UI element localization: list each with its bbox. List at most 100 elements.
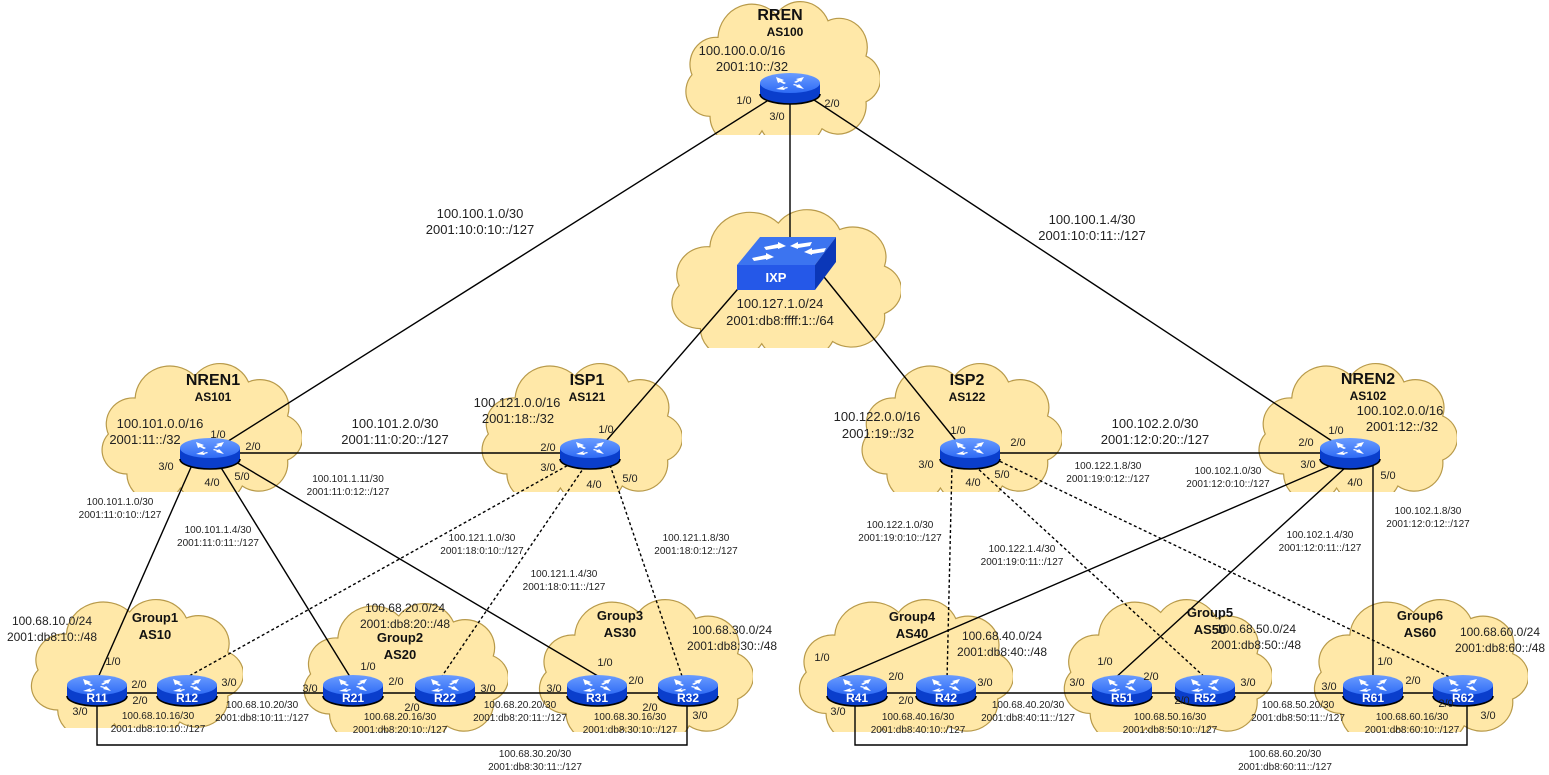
internal-link-ipv6: 2001:db8:20:10::/127 — [353, 725, 448, 736]
interface-label: 2/0 — [132, 695, 147, 707]
inter-group-link-ipv6: 2001:db8:60:11::/127 — [1238, 762, 1332, 773]
link-ipv4-subnet: 100.121.1.4/30 — [531, 569, 598, 580]
inter-group-link-ipv4: 100.68.30.20/30 — [499, 749, 572, 760]
interface-label: 1/0 — [1328, 425, 1343, 437]
router-icon — [1319, 437, 1381, 470]
router-label: R62 — [1452, 691, 1474, 705]
interface-label: 3/0 — [1480, 710, 1495, 722]
router-nren2[interactable] — [1319, 437, 1381, 470]
interface-label: 1/0 — [1377, 656, 1392, 668]
link-ixp-isp2 — [819, 271, 963, 449]
interface-label: 2/0 — [1298, 437, 1313, 449]
interface-label: 1/0 — [210, 429, 225, 441]
link-ipv6-subnet: 2001:18:0:10::/127 — [440, 546, 524, 557]
link-ipv6-subnet: 2001:18:0:12::/127 — [654, 546, 738, 557]
interface-label: 1/0 — [736, 95, 751, 107]
interface-label: 2/0 — [898, 695, 913, 707]
link-isp2-r62 — [994, 458, 1461, 683]
router-r62[interactable]: R62 — [1432, 674, 1494, 707]
internal-link-ipv4: 100.68.10.16/30 — [122, 711, 195, 722]
inter-group-link-ipv4: 100.68.60.20/30 — [1249, 749, 1322, 760]
group-ipv6-prefix: 2001:db8:10::/48 — [7, 630, 97, 644]
router-r21[interactable]: R21 — [322, 674, 384, 707]
link-isp2-r52 — [974, 465, 1211, 683]
router-r41[interactable]: R41 — [826, 674, 888, 707]
group-as-number: AS40 — [896, 626, 929, 641]
interface-label: 2/0 — [1174, 695, 1189, 707]
router-r52[interactable]: R52 — [1174, 674, 1236, 707]
router-icon — [179, 437, 241, 470]
link-ipv6-subnet: 2001:12:0:10::/127 — [1186, 479, 1270, 490]
router-label: R51 — [1111, 691, 1133, 705]
group-ipv4-prefix: 100.68.20.0/24 — [365, 601, 445, 615]
link-nren1-r31 — [235, 461, 609, 683]
switch-front-face — [737, 265, 815, 290]
interface-label: 5/0 — [234, 471, 249, 483]
link-nren2-r51 — [1112, 466, 1347, 681]
inter-group-link-ipv4: 100.68.10.20/30 — [226, 700, 299, 711]
interface-label: 3/0 — [480, 683, 495, 695]
interface-label: 1/0 — [1097, 656, 1112, 668]
group-as-number: AS20 — [384, 647, 417, 662]
router-isp2[interactable] — [939, 437, 1001, 470]
interface-label: 2/0 — [628, 675, 643, 687]
router-label: R32 — [677, 691, 699, 705]
link-ipv4-subnet: 100.101.1.4/30 — [185, 525, 252, 536]
node-as-number: AS101 — [195, 390, 232, 404]
router-label: R11 — [86, 691, 108, 705]
link-r41-r62 — [854, 700, 1468, 746]
interface-label: 1/0 — [598, 424, 613, 436]
router-r32[interactable]: R32 — [657, 674, 719, 707]
internal-link-ipv4: 100.68.60.16/30 — [1376, 712, 1449, 723]
internal-link-ipv6: 2001:db8:60:10::/127 — [1365, 725, 1460, 736]
router-r42[interactable]: R42 — [915, 674, 977, 707]
interface-label: 4/0 — [204, 477, 219, 489]
router-isp1[interactable] — [559, 437, 621, 470]
interface-label: 1/0 — [950, 425, 965, 437]
interface-label: 4/0 — [965, 477, 980, 489]
node-ipv4-prefix: 100.102.0.0/16 — [1357, 403, 1444, 418]
router-r11[interactable]: R11 — [66, 674, 128, 707]
internal-link-ipv6: 2001:db8:40:10::/127 — [871, 725, 966, 736]
node-as-number: AS100 — [767, 25, 804, 39]
link-ipv6-subnet: 2001:11:0:12::/127 — [307, 487, 390, 498]
link-ipv6-subnet: 2001:19:0:11::/127 — [981, 557, 1064, 568]
group-as-number: AS30 — [604, 625, 637, 640]
group-ipv6-prefix: 2001:db8:50::/48 — [1211, 638, 1301, 652]
internal-link-ipv6: 2001:db8:10:10::/127 — [111, 724, 206, 735]
interface-label: 3/0 — [546, 683, 561, 695]
interface-label: 2/0 — [1010, 437, 1025, 449]
inter-group-link-ipv6: 2001:db8:10:11::/127 — [215, 713, 309, 724]
router-r51[interactable]: R51 — [1091, 674, 1153, 707]
group-ipv4-prefix: 100.68.40.0/24 — [962, 629, 1042, 643]
router-r22[interactable]: R22 — [414, 674, 476, 707]
router-nren1[interactable] — [179, 437, 241, 470]
link-ipv6-subnet: 2001:10:0:11::/127 — [1038, 228, 1145, 243]
router-icon — [939, 437, 1001, 470]
interface-label: 1/0 — [814, 652, 829, 664]
group-ipv6-prefix: 2001:db8:20::/48 — [360, 617, 450, 631]
interface-label: 3/0 — [769, 111, 784, 123]
router-rren[interactable] — [759, 72, 821, 105]
inter-group-link-ipv6: 2001:db8:30:11::/127 — [488, 762, 582, 773]
router-label: R12 — [176, 691, 198, 705]
inter-group-link-ipv4: 100.68.20.20/30 — [484, 700, 557, 711]
link-ipv4-subnet: 100.122.1.4/30 — [989, 544, 1056, 555]
interface-label: 5/0 — [622, 473, 637, 485]
group-ipv6-prefix: 2001:db8:40::/48 — [957, 645, 1047, 659]
node-as-number: AS102 — [1350, 389, 1387, 403]
link-ipv4-subnet: 100.102.2.0/30 — [1112, 416, 1199, 431]
link-ipv4-subnet: 100.101.2.0/30 — [352, 416, 439, 431]
router-r31[interactable]: R31 — [566, 674, 628, 707]
link-ipv4-subnet: 100.122.1.0/30 — [867, 520, 934, 531]
internal-link-ipv4: 100.68.50.16/30 — [1134, 712, 1207, 723]
router-r12[interactable]: R12 — [156, 674, 218, 707]
interface-label: 3/0 — [977, 677, 992, 689]
node-ipv6-prefix: 2001:18::/32 — [482, 411, 554, 426]
router-r61[interactable]: R61 — [1342, 674, 1404, 707]
link-ipv6-subnet: 2001:12:0:12::/127 — [1386, 519, 1470, 530]
internal-link-ipv6: 2001:db8:30:10::/127 — [583, 725, 678, 736]
node-name: ISP1 — [570, 372, 605, 389]
router-label: R21 — [342, 691, 364, 705]
